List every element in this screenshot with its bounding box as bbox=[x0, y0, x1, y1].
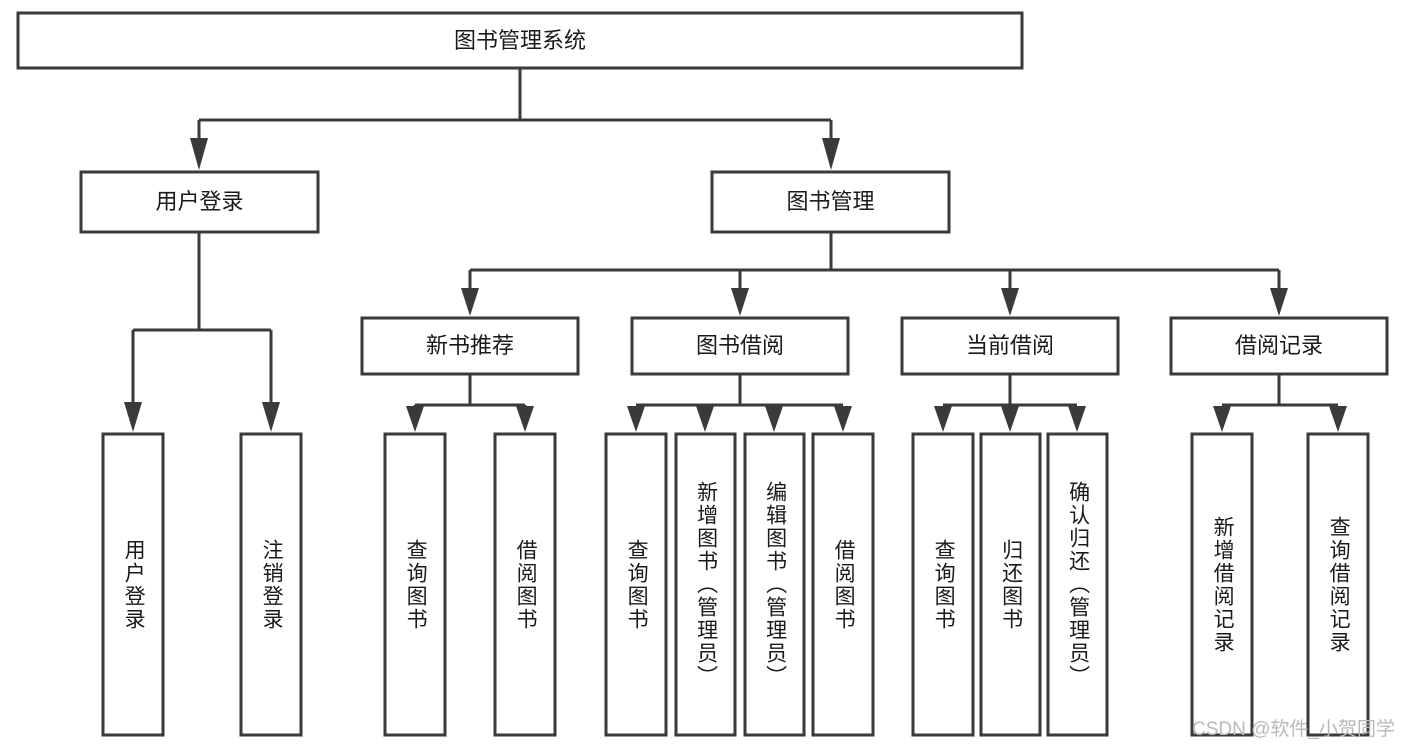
leaf-box-confirm-return[interactable] bbox=[1046, 432, 1109, 737]
arrow-head-leaf-user-logout bbox=[262, 402, 280, 432]
connector-root-to-level2 bbox=[190, 68, 840, 170]
leaf-box-query-record[interactable] bbox=[1306, 432, 1370, 737]
connector-book-manage-children bbox=[461, 232, 1288, 316]
arrow-head-add-record bbox=[1213, 406, 1231, 432]
arrow-head-query-book-3 bbox=[934, 406, 952, 432]
arrow-head-book-manage bbox=[822, 138, 840, 170]
arrow-head-borrow-record bbox=[1270, 288, 1288, 316]
node-book-manage-label: 图书管理 bbox=[786, 189, 874, 214]
node-current-borrow-box[interactable] bbox=[900, 316, 1120, 376]
leaf-box-query-book-2[interactable] bbox=[604, 432, 668, 737]
arrow-head-confirm-return bbox=[1068, 406, 1086, 432]
node-root-box[interactable] bbox=[16, 11, 1024, 70]
arrow-head-query-book-2 bbox=[627, 406, 645, 432]
arrow-head-borrow-book-1 bbox=[516, 406, 534, 432]
arrow-head-query-record bbox=[1329, 406, 1347, 432]
leaf-box-user-login[interactable] bbox=[101, 432, 165, 737]
arrow-head-new-book-rec bbox=[461, 288, 479, 316]
leaf-box-query-book-3[interactable] bbox=[911, 432, 975, 737]
arrow-head-edit-book bbox=[765, 406, 783, 432]
node-user-login-box[interactable] bbox=[79, 170, 320, 234]
arrow-head-leaf-user-login bbox=[124, 402, 142, 432]
watermark-text: CSDN @软件_小贺同学 bbox=[1192, 719, 1395, 740]
node-book-borrow-box[interactable] bbox=[630, 316, 850, 376]
connector-book-borrow-children bbox=[627, 374, 852, 432]
node-book-manage-box[interactable] bbox=[710, 170, 951, 234]
connector-current-borrow-children bbox=[934, 374, 1086, 432]
arrow-head-borrow-book-2 bbox=[834, 406, 852, 432]
node-current-borrow-label: 当前借阅 bbox=[966, 333, 1054, 358]
leaf-box-add-book[interactable] bbox=[674, 432, 737, 737]
leaf-box-return-book[interactable] bbox=[979, 432, 1042, 737]
node-user-login-label: 用户登录 bbox=[155, 189, 243, 214]
node-new-book-rec-label: 新书推荐 bbox=[426, 333, 514, 358]
node-root-label: 图书管理系统 bbox=[454, 28, 586, 53]
leaf-box-query-book-1[interactable] bbox=[383, 432, 447, 737]
arrow-head-user-login bbox=[190, 138, 208, 170]
leaf-box-borrow-book-1[interactable] bbox=[493, 432, 557, 737]
arrow-head-current-borrow bbox=[1001, 288, 1019, 316]
leaf-box-user-logout[interactable] bbox=[239, 432, 303, 737]
leaf-box-borrow-book-2[interactable] bbox=[811, 432, 875, 737]
node-borrow-record-box[interactable] bbox=[1169, 316, 1389, 376]
connector-new-book-rec-children bbox=[406, 374, 534, 432]
arrow-head-book-borrow bbox=[731, 288, 749, 316]
arrow-head-add-book bbox=[696, 406, 714, 432]
node-new-book-rec-box[interactable] bbox=[360, 316, 580, 376]
arrow-head-query-book-1 bbox=[406, 406, 424, 432]
connector-borrow-record-children bbox=[1213, 374, 1347, 432]
arrow-head-return-book bbox=[1001, 406, 1019, 432]
node-borrow-record-label: 借阅记录 bbox=[1235, 333, 1323, 358]
leaf-box-edit-book[interactable] bbox=[743, 432, 806, 737]
connector-user-login-children bbox=[124, 232, 280, 432]
node-book-borrow-label: 图书借阅 bbox=[696, 333, 784, 358]
leaf-box-add-record[interactable] bbox=[1190, 432, 1254, 737]
